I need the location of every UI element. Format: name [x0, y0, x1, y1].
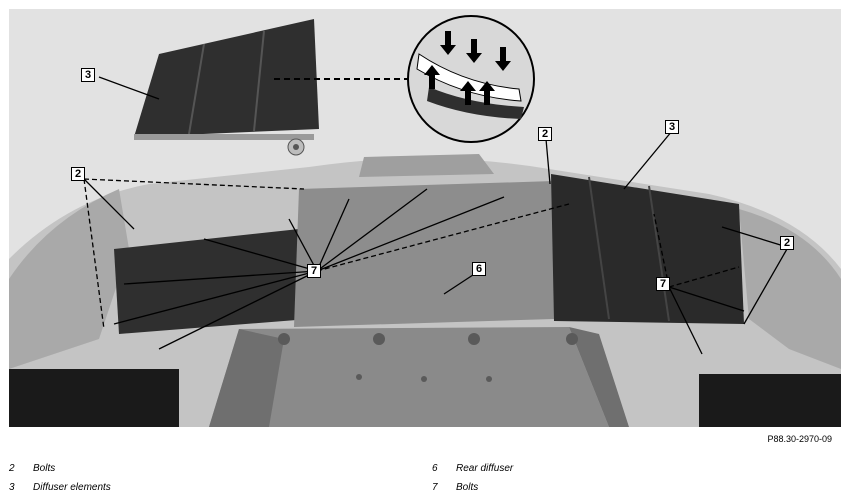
legend-number: 6: [432, 463, 438, 474]
callout-bolt-left: 2: [71, 167, 85, 181]
callout-diffuser-element: 3: [81, 68, 95, 82]
callout-diffuser-element-right: 3: [665, 120, 679, 134]
callout-bolt-right: 2: [780, 236, 794, 250]
legend-text: Rear diffuser: [456, 463, 514, 474]
callout-bolts-right-group: 7: [656, 277, 670, 291]
technical-illustration: 3 2 2 3 7 6 2 7: [9, 9, 841, 427]
legend-number: 2: [9, 463, 15, 474]
legend-number: 3: [9, 482, 15, 493]
legend-number: 7: [432, 482, 438, 493]
callout-bolt-center: 2: [538, 127, 552, 141]
legend-text: Diffuser elements: [33, 482, 111, 493]
callout-rear-diffuser: 6: [472, 262, 486, 276]
figure-number: P88.30-2970-09: [767, 434, 832, 444]
legend-text: Bolts: [456, 482, 479, 493]
legend-text: Bolts: [33, 463, 56, 474]
rear-diffuser-drawing: [9, 9, 841, 427]
callout-bolts-left-group: 7: [307, 264, 321, 278]
